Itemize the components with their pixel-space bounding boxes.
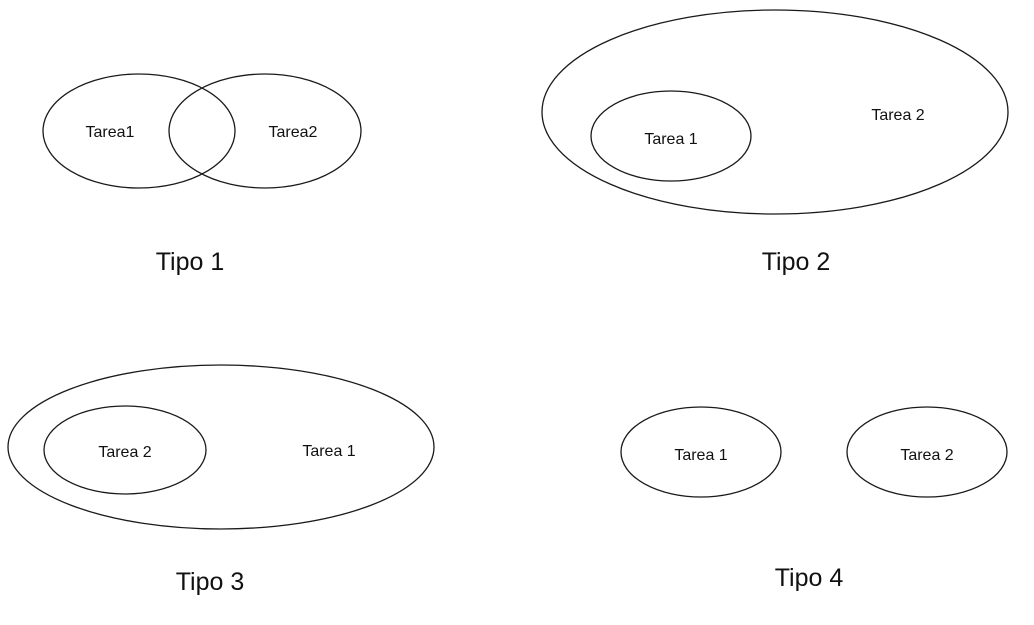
tipo3-outer-label: Tarea 1 bbox=[302, 443, 355, 460]
tipo2-group: Tarea 1 Tarea 2 Tipo 2 bbox=[541, 9, 1009, 276]
tipo4-group: Tarea 1 Tarea 2 Tipo 4 bbox=[620, 406, 1008, 592]
tipo4-right-ellipse bbox=[846, 406, 1008, 498]
tipo3-inner-ellipse bbox=[43, 405, 207, 495]
tipo1-left-ellipse bbox=[42, 73, 236, 189]
tipo4-left-ellipse bbox=[620, 406, 782, 498]
tipo3-group: Tarea 2 Tarea 1 Tipo 3 bbox=[7, 364, 435, 596]
tipo1-group: Tarea1 Tarea2 Tipo 1 bbox=[42, 73, 362, 276]
tipo2-outer-ellipse bbox=[541, 9, 1009, 215]
tipo3-inner-label: Tarea 2 bbox=[98, 444, 151, 461]
tipo2-inner-label: Tarea 1 bbox=[644, 131, 697, 148]
tipo4-caption: Tipo 4 bbox=[775, 564, 844, 592]
tipo2-caption: Tipo 2 bbox=[762, 248, 831, 276]
tipo3-outer-ellipse bbox=[7, 364, 435, 530]
tipo1-right-label: Tarea2 bbox=[269, 124, 318, 141]
tipo3-caption: Tipo 3 bbox=[176, 568, 245, 596]
tipo1-caption: Tipo 1 bbox=[156, 248, 225, 276]
tipo1-left-label: Tarea1 bbox=[86, 124, 135, 141]
tipo2-inner-ellipse bbox=[590, 90, 752, 182]
tipo2-outer-label: Tarea 2 bbox=[871, 107, 924, 124]
tipo4-right-label: Tarea 2 bbox=[900, 447, 953, 464]
tipo1-right-ellipse bbox=[168, 73, 362, 189]
tipo4-left-label: Tarea 1 bbox=[674, 447, 727, 464]
